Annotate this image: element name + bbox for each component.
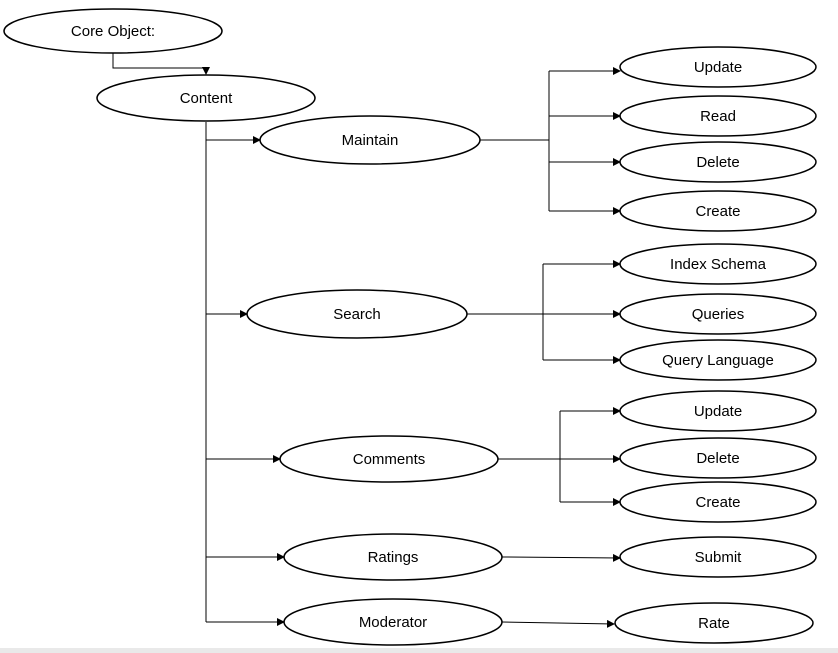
node-search-query-language-label: Query Language [662,352,774,369]
node-maintain-delete: Delete [619,141,817,183]
node-maintain-read-shape [619,95,817,137]
node-comments-delete: Delete [619,437,817,479]
node-core-shape [3,8,223,54]
node-maintain: Maintain [259,115,481,165]
node-moderator-label: Moderator [359,614,427,631]
node-maintain-read-label: Read [700,108,736,125]
node-comments-create-label: Create [695,494,740,511]
node-search-query-language: Query Language [619,339,817,381]
node-search-shape [246,289,468,339]
node-search-index-schema: Index Schema [619,243,817,285]
node-maintain-update-label: Update [694,59,742,76]
node-core-label: Core Object: [71,23,155,40]
node-ratings-submit: Submit [619,536,817,578]
edge-comments-trunk [498,411,561,502]
node-maintain-shape [259,115,481,165]
node-comments-update-label: Update [694,403,742,420]
node-maintain-update: Update [619,46,817,88]
node-comments-create-shape [619,481,817,523]
node-comments-delete-shape [619,437,817,479]
node-moderator: Moderator [283,598,503,646]
node-maintain-update-shape [619,46,817,88]
node-search-queries: Queries [619,293,817,335]
bottom-divider [0,648,838,653]
node-content: Content [96,74,316,122]
node-maintain-delete-shape [619,141,817,183]
node-moderator-rate-shape [614,602,814,644]
node-maintain-create-label: Create [695,203,740,220]
node-search-index-schema-label: Index Schema [670,256,767,273]
node-comments-create: Create [619,481,817,523]
node-search-label: Search [333,306,381,323]
node-content-shape [96,74,316,122]
node-ratings-label: Ratings [368,549,419,566]
node-ratings: Ratings [283,533,503,581]
edges [112,52,621,628]
node-comments: Comments [279,435,499,483]
node-ratings-shape [283,533,503,581]
node-maintain-create-shape [619,190,817,232]
node-maintain-label: Maintain [342,132,399,149]
edge-maintain-trunk [480,71,550,211]
node-comments-update-shape [619,390,817,432]
node-comments-shape [279,435,499,483]
edge-moderator-rate [501,619,615,628]
node-content-label: Content [180,90,233,107]
node-comments-label: Comments [353,451,426,468]
edge-ratings-submit [501,553,621,562]
node-search-query-language-shape [619,339,817,381]
node-ratings-submit-shape [619,536,817,578]
node-maintain-create: Create [619,190,817,232]
node-search-index-schema-shape [619,243,817,285]
edge-core-content [112,52,210,75]
node-maintain-read: Read [619,95,817,137]
node-comments-update: Update [619,390,817,432]
node-search: Search [246,289,468,339]
node-moderator-rate: Rate [614,602,814,644]
node-search-queries-shape [619,293,817,335]
node-search-queries-label: Queries [692,306,745,323]
node-comments-delete-label: Delete [696,450,739,467]
node-moderator-rate-label: Rate [698,615,730,632]
node-core: Core Object: [3,8,223,54]
node-ratings-submit-label: Submit [695,549,743,566]
edge-search-trunk [466,264,544,360]
node-moderator-shape [283,598,503,646]
node-maintain-delete-label: Delete [696,154,739,171]
